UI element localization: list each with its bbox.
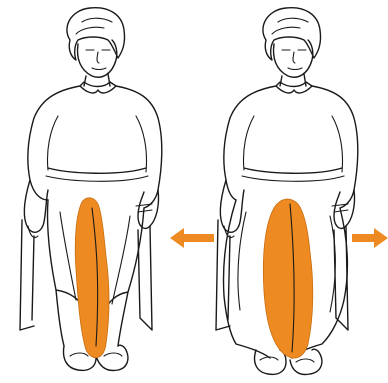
arrow-left-icon — [170, 228, 214, 248]
left-highlight — [75, 198, 109, 358]
left-arm-left — [24, 180, 48, 232]
right-arm-left — [220, 180, 244, 232]
left-collar — [80, 82, 116, 93]
right-collar — [276, 82, 312, 93]
right-highlight — [263, 199, 312, 358]
left-arm-right — [138, 190, 159, 228]
right-arm-right — [334, 190, 355, 228]
arrow-right-icon — [352, 228, 388, 248]
panel-left — [20, 8, 162, 371]
panel-right — [216, 8, 358, 375]
